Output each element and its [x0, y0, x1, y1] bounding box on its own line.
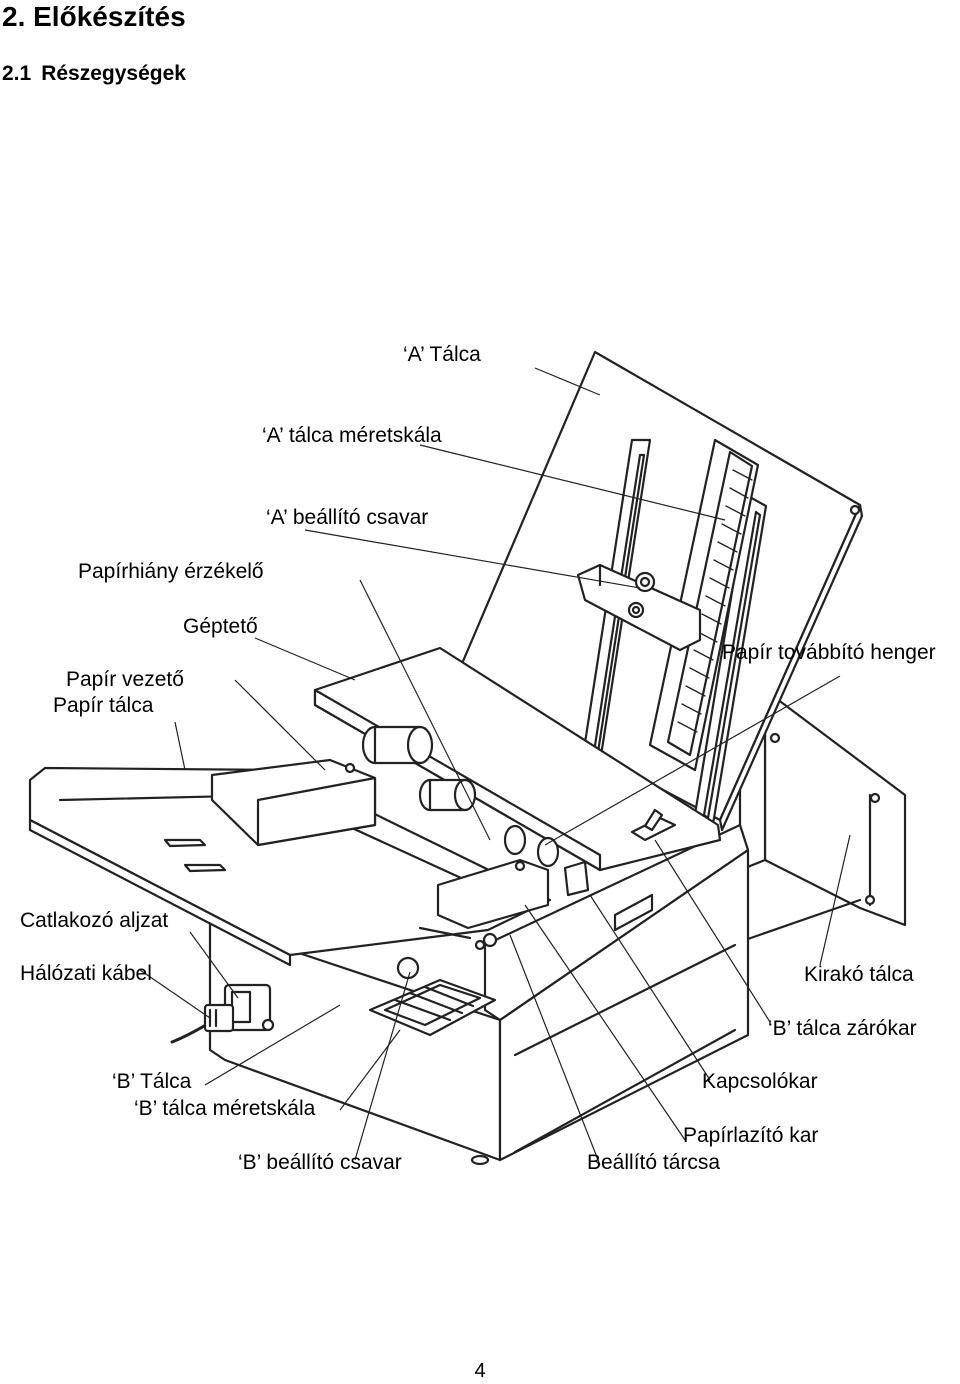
a-tray-scale-ticks — [677, 469, 753, 733]
label-b-tray: ‘B’ Tálca — [112, 1070, 192, 1093]
label-paper-empty-sensor: Papírhiány érzékelő — [78, 560, 264, 583]
label-paper-tray: Papír tálca — [53, 694, 154, 717]
section-heading: 2. Előkészítés — [2, 1, 186, 32]
feed-rollers — [361, 725, 560, 868]
label-power-cable: Hálózati kábel — [20, 962, 152, 985]
label-a-adjust-screw: ‘A’ beállító csavar — [266, 506, 429, 529]
label-a-tray-scale: ‘A’ tálca méretskála — [262, 424, 442, 447]
label-adjust-dial: Beállító tárcsa — [587, 1151, 721, 1174]
power-cable — [170, 1003, 235, 1044]
label-paper-loosen-lever: Papírlazító kar — [683, 1124, 819, 1147]
paper-folder-machine-diagram — [28, 350, 907, 1166]
label-switch-lever: Kapcsolókar — [702, 1070, 818, 1093]
a-adjust-bracket — [576, 563, 702, 652]
label-b-tray-scale: ‘B’ tálca méretskála — [134, 1097, 316, 1120]
label-paper-guide: Papír vezető — [66, 668, 184, 691]
leader-lines — [139, 367, 851, 1166]
a-tray — [453, 350, 864, 832]
label-top-cover: Géptető — [183, 615, 258, 638]
subsection-heading: 2.1 Részegységek — [2, 60, 186, 88]
paper-feed-tray — [28, 766, 552, 967]
paper-guides — [210, 758, 550, 930]
b-tray — [368, 978, 497, 1037]
label-b-adjust-screw: ‘B’ beállító csavar — [238, 1151, 402, 1174]
label-b-tray-lock: ‘B’ tálca zárókar — [768, 1017, 917, 1040]
subsection-title: Részegységek — [41, 62, 186, 85]
subsection-number: 2.1 — [2, 62, 32, 85]
label-output-tray: Kirakó tálca — [804, 963, 914, 986]
label-a-tray: ‘A’ Tálca — [403, 343, 481, 366]
label-power-socket: Catlakozó aljzat — [20, 909, 169, 932]
label-feed-roller: Papír továbbító henger — [722, 641, 936, 664]
machine-body — [208, 823, 750, 1166]
page-number: 4 — [474, 1360, 486, 1382]
